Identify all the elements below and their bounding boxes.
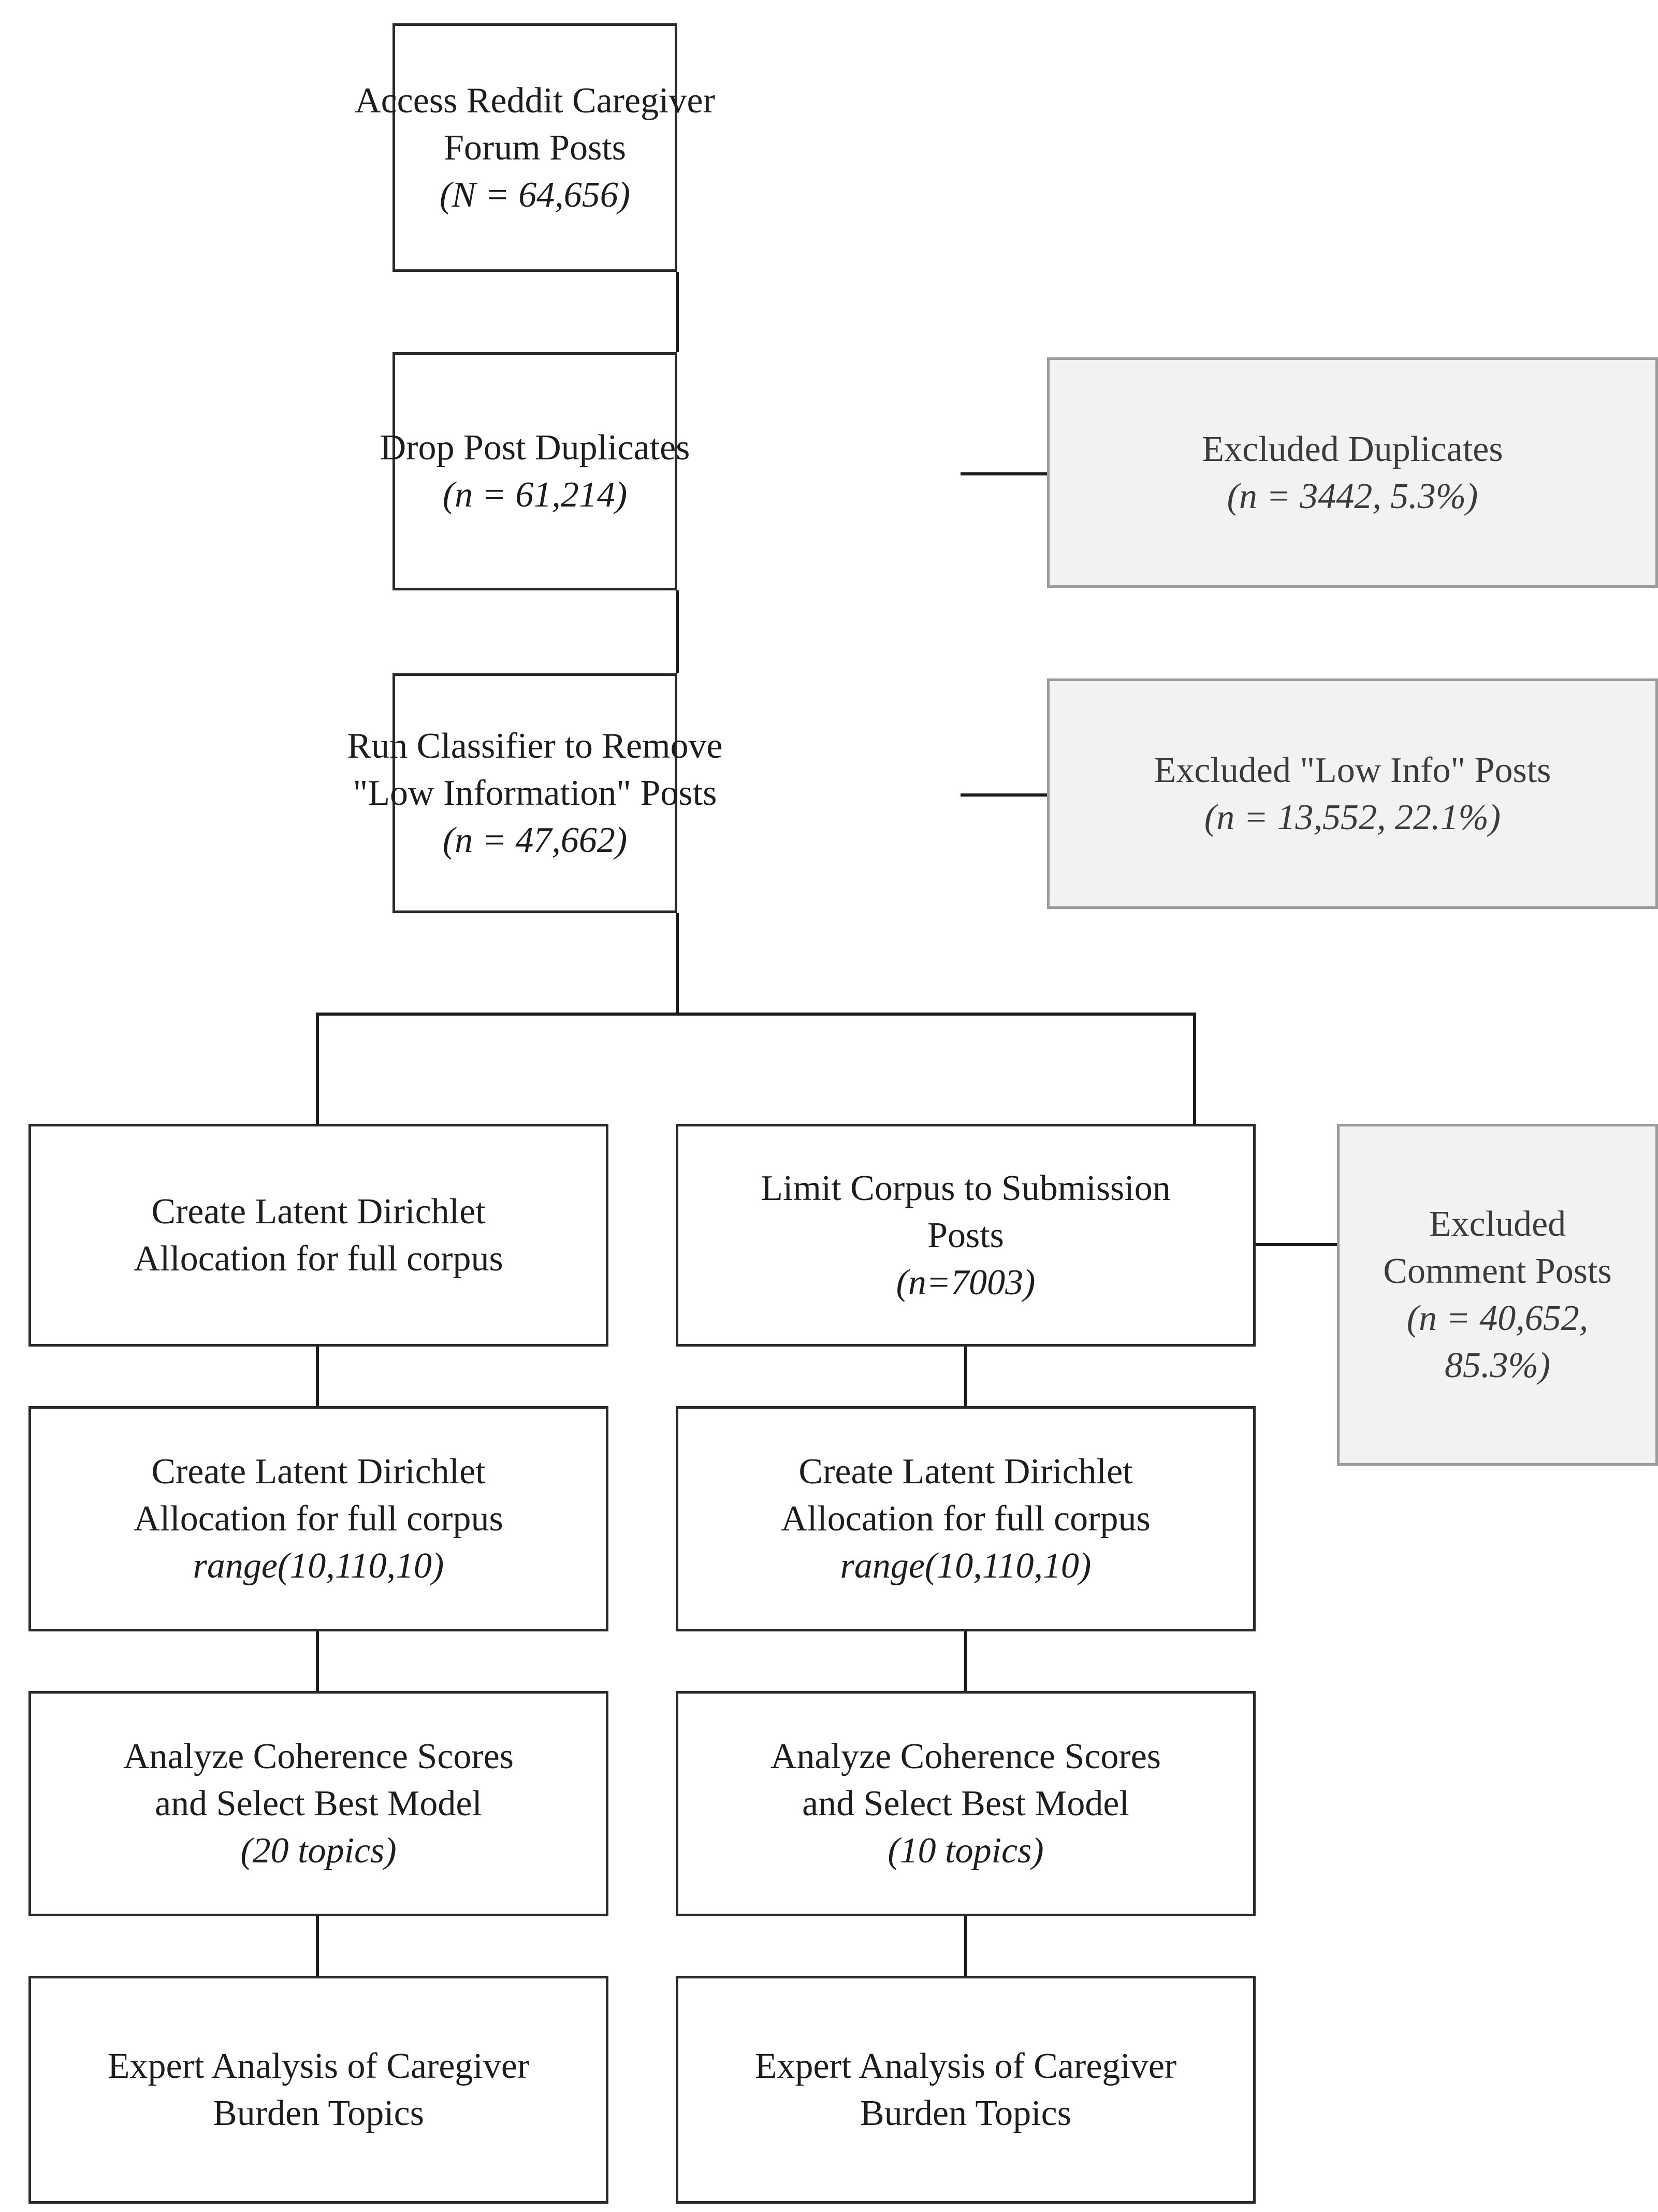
node-line: Burden Topics [213, 2093, 424, 2133]
node-line: Expert Analysis of Caregiver [754, 2046, 1177, 2086]
node-excluded-low-info[interactable]: Excluded "Low Info" Posts (n = 13,552, 2… [1047, 678, 1658, 909]
connector-lda-left-to-range-left [316, 1347, 319, 1406]
node-line: Allocation for full corpus [134, 1499, 503, 1539]
node-line-topics: (10 topics) [888, 1831, 1044, 1871]
connector-coherence-left-to-expert-left [316, 1916, 319, 1976]
node-lda-range-right[interactable]: Create Latent Dirichlet Allocation for f… [676, 1406, 1256, 1631]
node-line: and Select Best Model [155, 1784, 482, 1824]
node-line-count: (n = 47,662) [442, 820, 628, 860]
node-expert-analysis-right[interactable]: Expert Analysis of Caregiver Burden Topi… [676, 1976, 1256, 2204]
connector-limit-to-range-right [964, 1347, 967, 1406]
node-coherence-left[interactable]: Analyze Coherence Scores and Select Best… [28, 1691, 608, 1916]
node-line: Create Latent Dirichlet [798, 1452, 1133, 1492]
node-line: Expert Analysis of Caregiver [107, 2046, 530, 2086]
node-line-count: (n = 61,214) [442, 475, 628, 515]
node-line-count: (n=7003) [896, 1262, 1036, 1303]
connector-classifier-to-split-stem [676, 913, 679, 1014]
node-line-topics: (20 topics) [240, 1831, 397, 1871]
node-line: Excluded [1429, 1204, 1566, 1244]
connector-classifier-to-excluded-low-info [961, 793, 1049, 797]
node-line-count: (n = 3442, 5.3%) [1227, 476, 1478, 516]
connector-range-right-to-coherence-right [964, 1631, 967, 1691]
node-line: Excluded "Low Info" Posts [1154, 750, 1551, 790]
node-line: Forum Posts [443, 127, 627, 168]
connector-split-bar [316, 1013, 1196, 1016]
node-line: Create Latent Dirichlet [151, 1452, 486, 1492]
connector-duplicates-to-classifier [676, 590, 679, 673]
node-line: "Low Information" Posts [353, 773, 717, 813]
node-line-count: (n = 13,552, 22.1%) [1204, 797, 1501, 837]
node-line: Limit Corpus to Submission [761, 1168, 1171, 1208]
node-line: Allocation for full corpus [781, 1499, 1151, 1539]
node-line: Burden Topics [860, 2093, 1071, 2133]
connector-split-right-drop [1193, 1013, 1196, 1124]
node-line: Create Latent Dirichlet [151, 1192, 486, 1232]
node-line-count: 85.3%) [1444, 1346, 1551, 1385]
node-line: Run Classifier to Remove [347, 726, 723, 766]
node-line: Allocation for full corpus [134, 1239, 503, 1279]
node-run-classifier[interactable]: Run Classifier to Remove "Low Informatio… [347, 673, 723, 913]
node-line: Analyze Coherence Scores [123, 1737, 514, 1776]
connector-duplicates-to-excluded-duplicates [961, 472, 1049, 475]
node-access-posts[interactable]: Access Reddit Caregiver Forum Posts (N =… [355, 23, 715, 272]
node-line: Analyze Coherence Scores [770, 1737, 1161, 1776]
node-line-count: (N = 64,656) [439, 175, 631, 215]
connector-coherence-right-to-expert-right [964, 1916, 967, 1976]
node-excluded-comment-posts[interactable]: Excluded Comment Posts (n = 40,652, 85.3… [1337, 1124, 1658, 1466]
node-lda-range-left[interactable]: Create Latent Dirichlet Allocation for f… [28, 1406, 608, 1631]
node-excluded-duplicates[interactable]: Excluded Duplicates (n = 3442, 5.3%) [1047, 357, 1658, 588]
node-expert-analysis-left[interactable]: Expert Analysis of Caregiver Burden Topi… [28, 1976, 608, 2204]
node-line: and Select Best Model [802, 1784, 1129, 1824]
connector-range-left-to-coherence-left [316, 1631, 319, 1691]
node-line: Drop Post Duplicates [380, 428, 690, 468]
node-limit-submission-posts[interactable]: Limit Corpus to Submission Posts (n=7003… [676, 1124, 1256, 1347]
node-line: Excluded Duplicates [1202, 429, 1503, 469]
connector-limit-to-excluded-comments [1256, 1243, 1339, 1246]
connector-access-to-duplicates [676, 272, 679, 352]
node-drop-duplicates[interactable]: Drop Post Duplicates (n = 61,214) [380, 352, 690, 590]
node-line-count: (n = 40,652, [1406, 1298, 1589, 1338]
node-line: Comment Posts [1383, 1251, 1612, 1291]
node-line: Posts [927, 1215, 1004, 1255]
node-line-param: range(10,110,10) [193, 1546, 444, 1586]
node-lda-full-corpus-left[interactable]: Create Latent Dirichlet Allocation for f… [28, 1124, 608, 1347]
node-line-param: range(10,110,10) [840, 1546, 1092, 1586]
node-line: Access Reddit Caregiver [355, 80, 715, 121]
connector-split-left-drop [316, 1013, 319, 1124]
node-coherence-right[interactable]: Analyze Coherence Scores and Select Best… [676, 1691, 1256, 1916]
